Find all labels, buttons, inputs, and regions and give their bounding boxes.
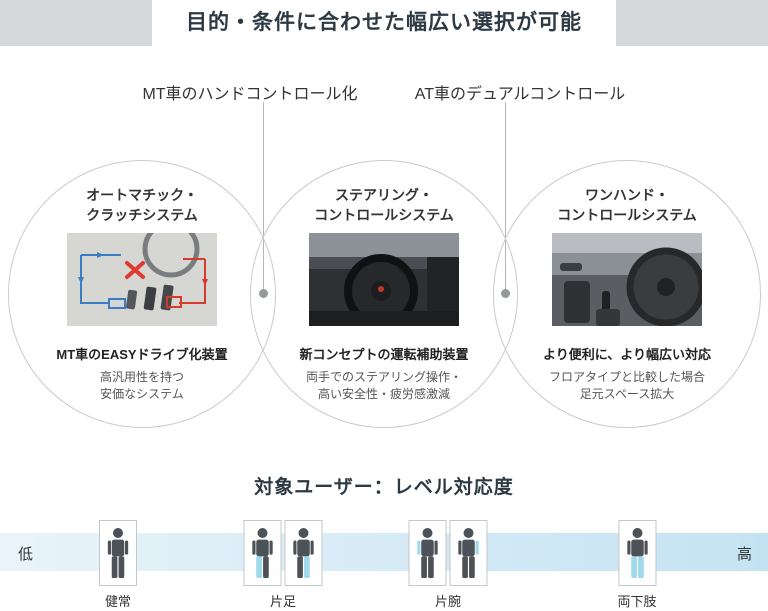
user-group-label: 両下肢 xyxy=(617,594,657,609)
person-icon xyxy=(252,528,273,578)
system-caption: MT車のEASYドライブ化装置 xyxy=(56,347,228,362)
system-circle-onehand-control: ワンハンド・ コントロールシステム より便利に、より幅広い対応 フロアタイプと比… xyxy=(493,160,761,428)
branch-label-at: AT車のデュアルコントロール xyxy=(414,86,626,103)
person-icon xyxy=(626,528,648,578)
system-caption: 新コンセプトの運転補助装置 xyxy=(299,347,469,362)
person-icon xyxy=(107,528,129,578)
onehand-control-image xyxy=(552,233,702,326)
user-section-title: 対象ユーザー：レベル対応度 xyxy=(254,477,514,498)
system-caption: より便利に、より幅広い対応 xyxy=(542,347,712,362)
header-left-block xyxy=(0,0,152,46)
system-title: ワンハンド・ コントロールシステム xyxy=(557,187,697,223)
person-icon-box xyxy=(617,520,656,586)
system-description: 高汎用性を持つ 安価なシステム xyxy=(99,370,184,401)
system-description: 両手でのステアリング操作・ 高い安全性・疲労感激減 xyxy=(305,370,462,401)
user-group-one-leg: 片足 xyxy=(243,520,323,610)
user-group-label: 健常 xyxy=(104,594,131,609)
person-icon-box xyxy=(449,520,488,586)
user-group-healthy: 健常 xyxy=(99,520,137,610)
header-right-block xyxy=(616,0,768,46)
system-title: ステアリング・ コントロールシステム xyxy=(314,187,454,223)
steering-control-image xyxy=(309,233,459,326)
user-group-label: 片足 xyxy=(269,594,296,609)
user-group-label: 片腕 xyxy=(434,594,461,609)
system-circle-steering-control: ステアリング・ コントロールシステム 新コンセプトの運転補助装置 両手でのステア… xyxy=(250,160,518,428)
clutch-system-image xyxy=(67,233,217,326)
level-high-label: 高 xyxy=(736,546,752,563)
person-icon xyxy=(417,528,438,578)
system-title: オートマチック・ クラッチシステム xyxy=(86,187,198,223)
level-low-label: 低 xyxy=(18,546,34,563)
person-icon xyxy=(293,528,314,578)
branch-label-mt: MT車のハンドコントロール化 xyxy=(142,86,358,103)
page-title: 目的・条件に合わせた幅広い選択が可能 xyxy=(186,11,582,34)
person-icon-box xyxy=(99,520,137,586)
user-group-one-arm: 片腕 xyxy=(408,520,488,610)
person-icon-box xyxy=(284,520,323,586)
user-group-both-lower-limbs: 両下肢 xyxy=(617,520,657,610)
system-description: フロアタイプと比較した場合 足元スペース拡大 xyxy=(548,370,705,401)
person-icon-box xyxy=(408,520,447,586)
system-circle-automatic-clutch: オートマチック・ クラッチシステム MT車のEASYドライブ化装置 高汎用性を持… xyxy=(8,160,276,428)
person-icon xyxy=(458,528,479,578)
person-icon-box xyxy=(243,520,282,586)
connector-line xyxy=(263,102,264,290)
connector-line xyxy=(505,102,506,290)
